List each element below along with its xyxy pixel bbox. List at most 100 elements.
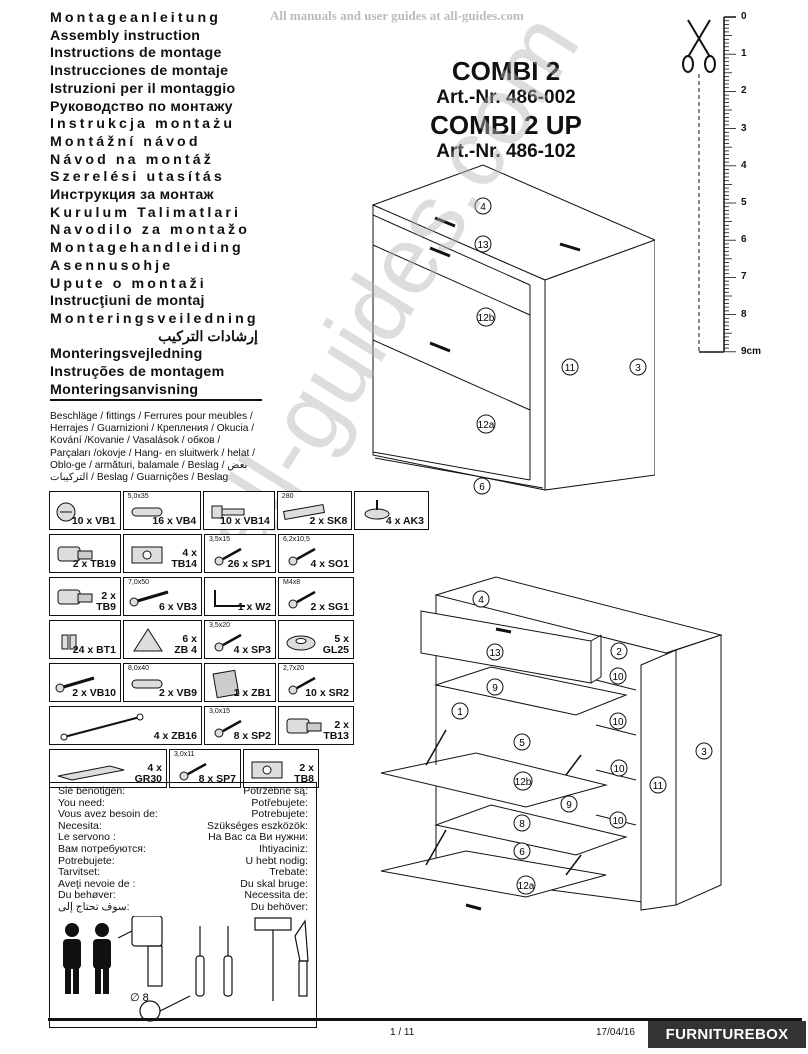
fitting-item: 2 x VB10 [49,663,121,702]
page-number: 1 / 11 [390,1027,415,1038]
fitting-dimension: 5,0x35 [127,493,149,500]
you-need-right: Potřebujete: [251,796,308,809]
title-line: Montážní návod [50,133,201,150]
product-name-1: COMBI 2 [451,56,561,86]
plate-icon [251,761,283,779]
fitting-item: 4 x ZB16 [49,706,202,745]
fitting-item: 2 x TB8 [243,749,319,788]
you-need-right: Szükséges eszközök: [207,819,308,832]
fitting-item: 5 x GL25 [278,620,354,659]
you-need-box: Sie benötigen:Potrzebne są:You need: Potř… [49,782,317,1028]
title-line: Instrukcja montażu [50,116,236,133]
tape-measure-icon [139,995,191,1022]
fitting-quantity: 10 x VB1 [71,515,116,527]
title-line: Istruzioni per il montaggio [50,80,236,97]
slide-icon [282,504,325,520]
you-need-row: Du behøver:Necessita de: [50,890,316,902]
part-label: 11 [653,781,664,792]
footer-rule [48,1018,802,1021]
fitting-item: 7,0x50 6 x VB3 [123,577,202,616]
ruler-label: 9cm [741,345,762,357]
you-need-right: Du behöver: [250,900,308,913]
you-need-row: سوف تحتاج إلى:Du behöver: [50,900,316,914]
fitting-quantity: 4 x SO1 [310,558,349,570]
you-need-left: Вам потребуются: [58,842,146,855]
fitting-quantity: 6 x ZB 4 [174,633,197,656]
fitting-quantity: 4 x TB14 [171,547,197,570]
you-need-right: Potrebujete: [251,808,308,821]
fitting-quantity: 10 x VB14 [220,515,270,527]
article-number-1: Art.-Nr. 486-002 [436,87,576,108]
ruler-label: 8 [741,308,747,320]
fitting-item: 1 x ZB1 [204,663,276,702]
you-need-row: Aveţi nevoie de :Du skal bruge: [50,878,316,891]
title-line: Upute o montaži [50,275,207,292]
you-need-right: U hebt nodig: [245,854,308,867]
part-label: 5 [519,738,525,749]
you-need-left: Le servono : [58,831,116,844]
fitting-quantity: 26 x SP1 [227,558,271,570]
key-icon [214,590,245,607]
you-need-left: You need: [58,796,105,809]
foot-icon [364,500,390,520]
fitting-item: 6 x ZB 4 [123,620,202,659]
part-labels-top: 4 13 12b 12a 11 3 6 [473,197,647,495]
fitting-quantity: 10 x SR2 [305,687,349,699]
label-12b: 12b [478,313,495,324]
title-line: Assembly instruction [50,27,201,44]
fitting-item: 4 x TB14 [123,534,202,573]
fitting-quantity: 4 x SP3 [233,644,271,656]
title-line: Instructions de montage [50,45,222,62]
hinge-icon [57,546,93,562]
dowel-icon [131,507,163,517]
title-line: Montageanleitung [50,10,221,26]
you-need-left: Potrebujete: [58,854,115,867]
you-need-row: Vous avez besoin de:Potrebujete: [50,809,316,821]
screwdriver-icon [195,926,233,997]
you-need-row: Sie benötigen:Potrzebne są: [50,785,316,798]
label-13: 13 [477,240,489,251]
title-line: إرشادات التركيب [158,328,258,345]
label-6: 6 [479,482,485,493]
fitting-quantity: 6 x VB3 [159,601,197,613]
fitting-dimension: 7,0x50 [128,579,150,586]
fitting-quantity: 4 x ZB16 [153,730,197,742]
fitting-quantity: 2 x TB9 [96,590,116,613]
fitting-quantity: 2 x TB13 [323,719,349,742]
label-3: 3 [635,363,641,374]
drill-icon [117,916,163,987]
part-label: 12b [515,777,532,788]
cam-icon [56,502,76,522]
title-line: Monteringsanvisning [50,382,262,402]
fitting-quantity: 1 x ZB1 [233,687,271,699]
part-label: 8 [519,819,525,830]
fitting-quantity: 2 x TB19 [72,558,116,570]
title-line: Návod na montáž [50,151,214,168]
you-need-right: На Вас са Ви нужни: [208,831,308,844]
watermark-top: All manuals and user guides at all-guide… [270,8,524,23]
screw-icon [214,633,242,652]
ruler-label: 3 [741,122,747,134]
hammer-icon [254,917,292,1001]
label-12a: 12a [478,420,495,431]
part-label: 12a [518,881,535,892]
fitting-item: 4 x GR30 [49,749,167,788]
label-11: 11 [565,363,576,374]
fitting-dimension: 3,0x11 [174,751,195,758]
fitting-item: 2 x TB13 [278,706,354,745]
title-line: Asennusohje [50,257,174,274]
fitting-quantity: 2 x TB8 [294,762,314,785]
part-label: 2 [616,647,622,658]
you-need-left: Necesita: [58,819,102,832]
part-label: 10 [613,764,625,775]
you-need-row: Le servono : На Вас са Ви нужни: [50,832,316,844]
